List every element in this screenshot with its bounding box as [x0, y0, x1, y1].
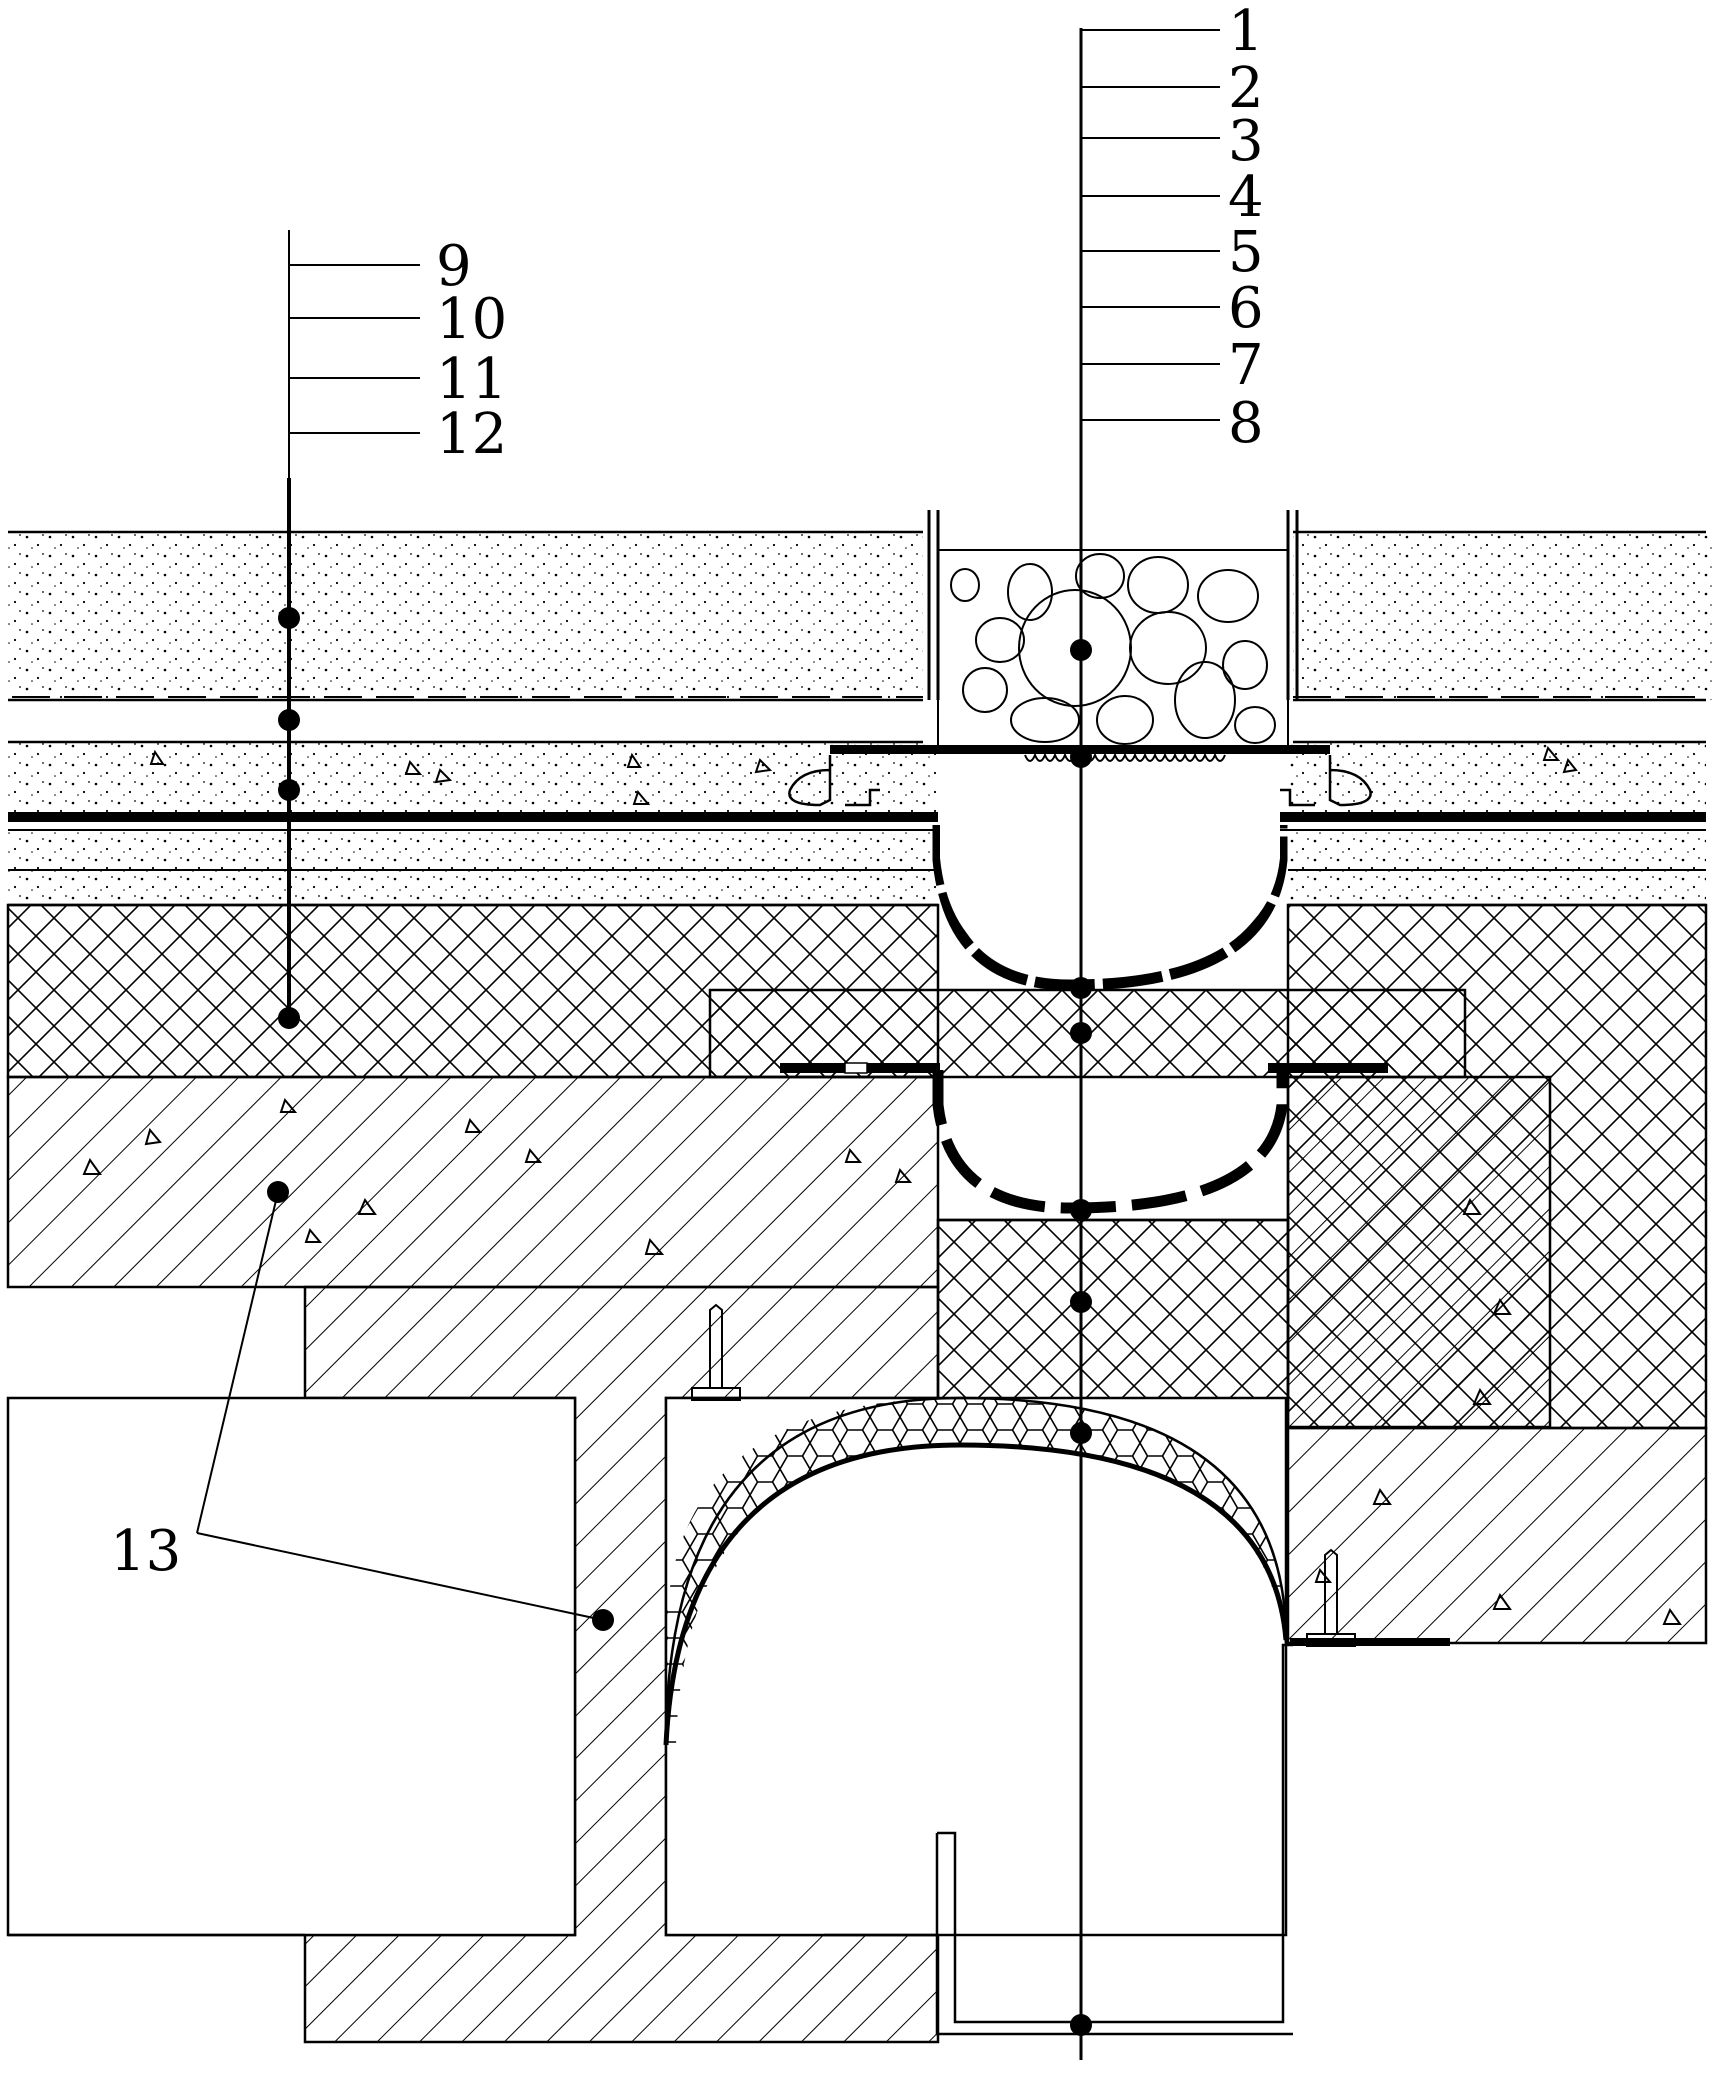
- drain-channel: [824, 1643, 1293, 2036]
- mortar-layer: [8, 742, 1706, 812]
- label-12: 12: [436, 402, 507, 467]
- label-13: 13: [110, 1519, 181, 1584]
- upper-waterstop: [932, 818, 1288, 991]
- label-8: 8: [1228, 391, 1264, 456]
- arch-insulation: [663, 1396, 1289, 1746]
- concrete-slab: [6, 1075, 1708, 2044]
- pebble-fill: [937, 549, 1289, 749]
- label-4: 4: [1228, 165, 1264, 230]
- leader-lines: [196, 28, 1220, 2060]
- steel-plate: [1290, 1638, 1450, 1646]
- label-10: 10: [436, 287, 507, 352]
- edge-angle: [927, 510, 1299, 700]
- label-1: 1: [1228, 0, 1264, 64]
- label-6: 6: [1228, 276, 1264, 341]
- label-2: 2: [1228, 56, 1264, 121]
- label-7: 7: [1228, 333, 1264, 398]
- leveling-layer: [8, 830, 1706, 907]
- top-screed-layer: [8, 530, 1714, 744]
- label-11: 11: [436, 347, 507, 412]
- leader-dots: [267, 607, 1092, 2036]
- label-9: 9: [436, 234, 472, 299]
- label-3: 3: [1228, 109, 1264, 174]
- left-void: [6, 1396, 577, 1937]
- label-5: 5: [1228, 220, 1264, 285]
- waterproof-membrane: [8, 812, 1706, 831]
